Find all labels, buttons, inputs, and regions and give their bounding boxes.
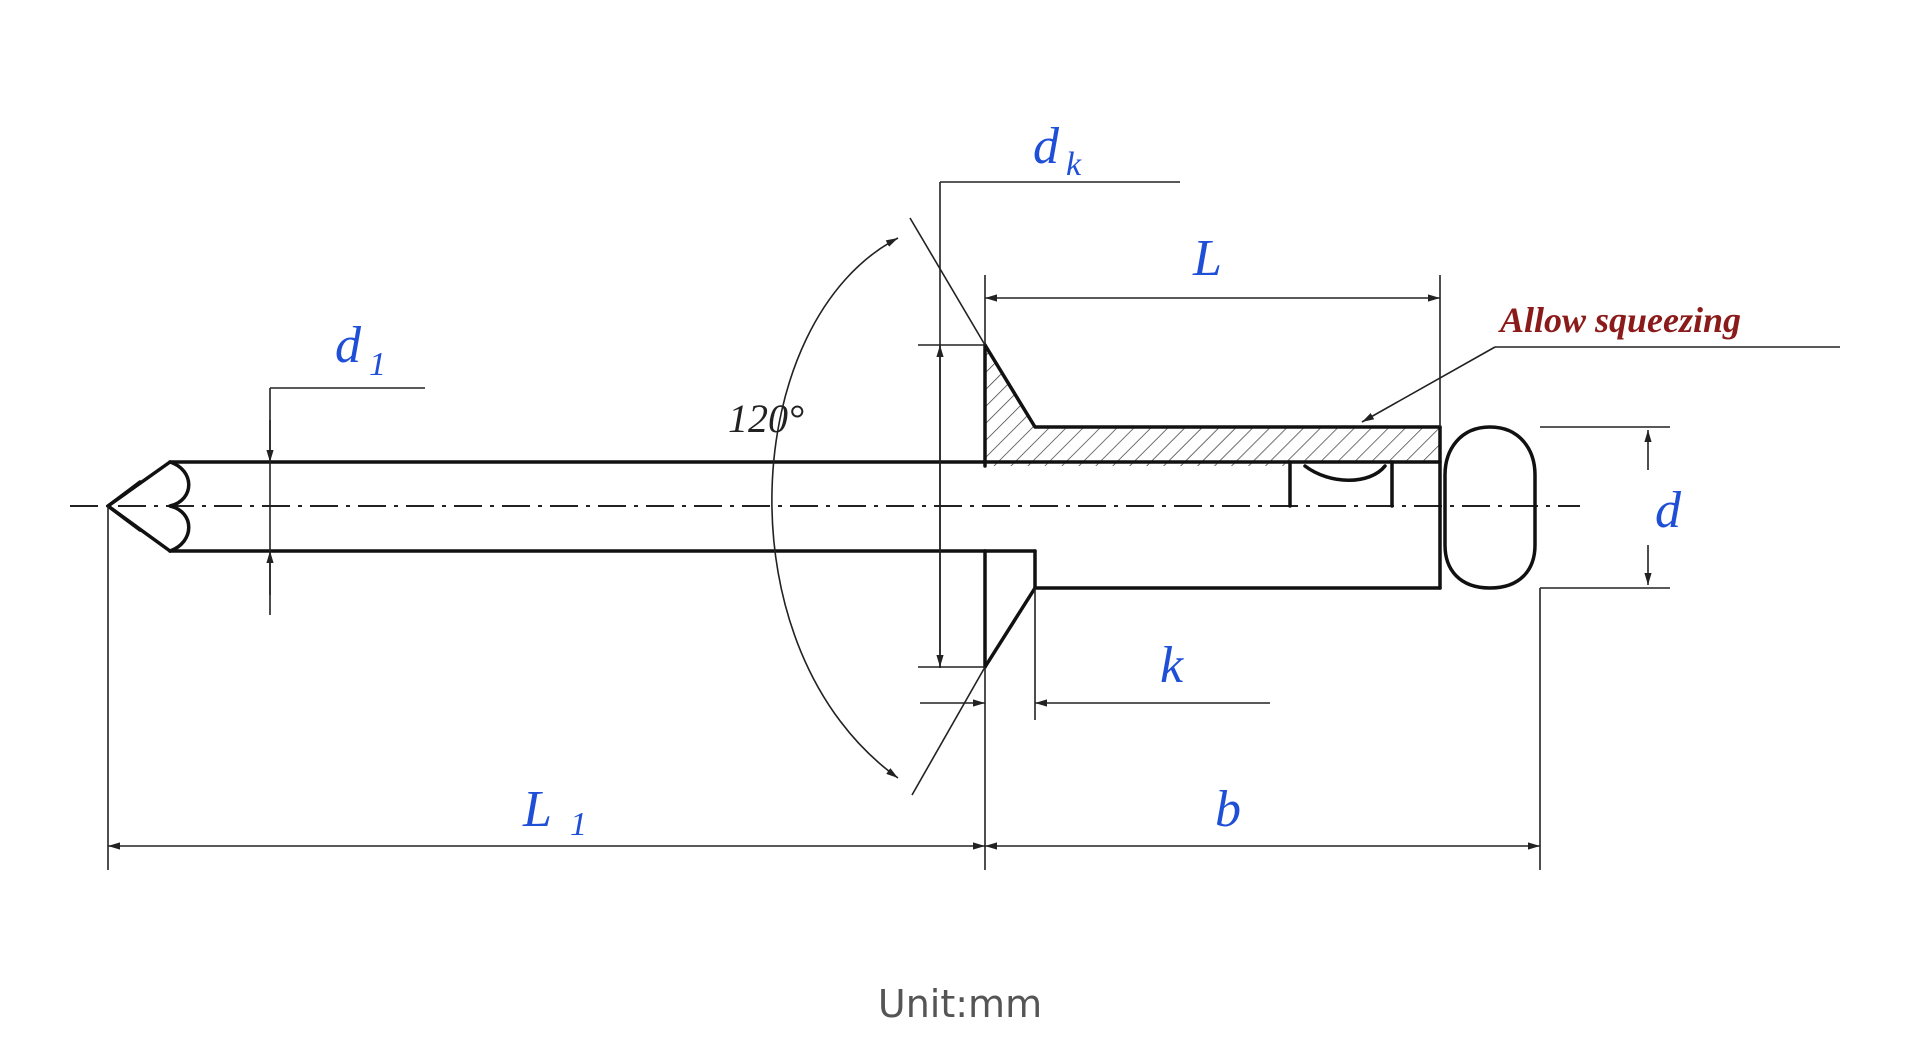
rivet-body-section (983, 343, 1442, 508)
label-b: b (1215, 781, 1241, 838)
label-L1: L (522, 781, 552, 838)
note-allow-squeezing: Allow squeezing (1498, 300, 1741, 340)
label-L1-subscript: 1 (570, 806, 587, 843)
dimension-lines (108, 237, 1840, 850)
label-d: d (1655, 482, 1682, 539)
label-dk-subscript: k (1066, 146, 1082, 183)
unit-caption: Unit:mm (877, 982, 1043, 1026)
label-L: L (1192, 230, 1222, 287)
label-k: k (1160, 637, 1184, 694)
extension-lines (107, 181, 1670, 870)
label-d1: d (335, 317, 362, 374)
label-dk: d (1033, 118, 1060, 175)
label-d1-subscript: 1 (369, 346, 386, 383)
label-angle: 120° (728, 396, 804, 441)
mandrel-head (1443, 425, 1537, 590)
